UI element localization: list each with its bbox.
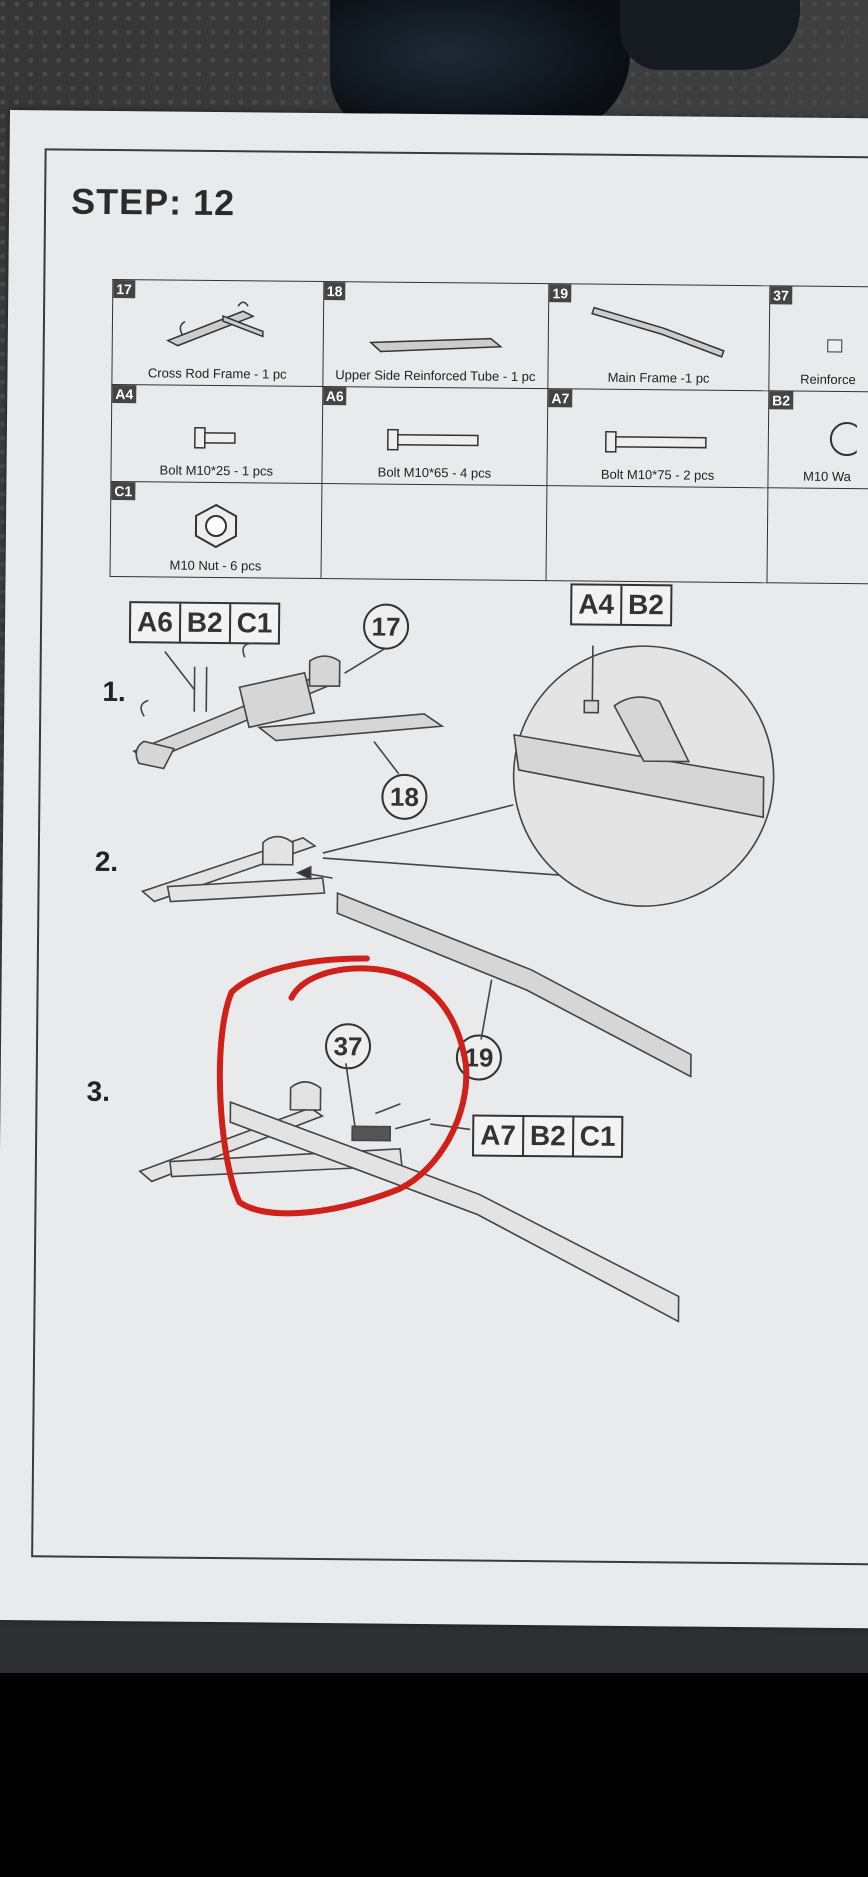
photo-scene: STEP: 12 17 Cross Rod Frame - 1 pc 18 Up… (0, 0, 868, 1673)
bolt-icon (605, 430, 707, 453)
cross-rod-frame-icon (165, 301, 264, 347)
parts-table: 17 Cross Rod Frame - 1 pc 18 Upper Side … (110, 279, 868, 584)
assembly-diagram (132, 642, 775, 1323)
part-cell-18: 18 Upper Side Reinforced Tube - 1 pc (322, 281, 550, 389)
reinforce-plate-icon (827, 339, 843, 353)
reinforce-plate-drawing (351, 1125, 392, 1142)
dark-equipment-part-2 (620, 0, 800, 70)
hex-nut-icon (194, 503, 237, 549)
part-cell-37: 37 Reinforce (768, 285, 868, 392)
part-cell-A4: A4 Bolt M10*25 - 1 pcs (110, 384, 323, 484)
main-frame-drawing (336, 892, 692, 1078)
dark-equipment-part (330, 0, 630, 135)
upper-tube-drawing (256, 713, 445, 742)
part-cell-17: 17 Cross Rod Frame - 1 pc (111, 279, 324, 387)
bolt-icon (193, 427, 236, 449)
part-cell-19: 19 Main Frame -1 pc (548, 283, 770, 391)
bolt-icon (386, 428, 479, 451)
main-frame-icon (591, 306, 725, 358)
part-cell-B2: B2 M10 Wa (767, 390, 868, 489)
part-cell-A6: A6 Bolt M10*65 - 4 pcs (321, 386, 549, 486)
red-circle-annotation (216, 955, 470, 1217)
instruction-sheet: STEP: 12 17 Cross Rod Frame - 1 pc 18 Up… (0, 110, 868, 1629)
part-cell-C1: C1 M10 Nut - 6 pcs (110, 481, 322, 579)
washer-icon (830, 422, 858, 457)
reinforced-tube-icon (368, 337, 503, 353)
part-cell-A7: A7 Bolt M10*75 - 2 pcs (547, 388, 769, 488)
